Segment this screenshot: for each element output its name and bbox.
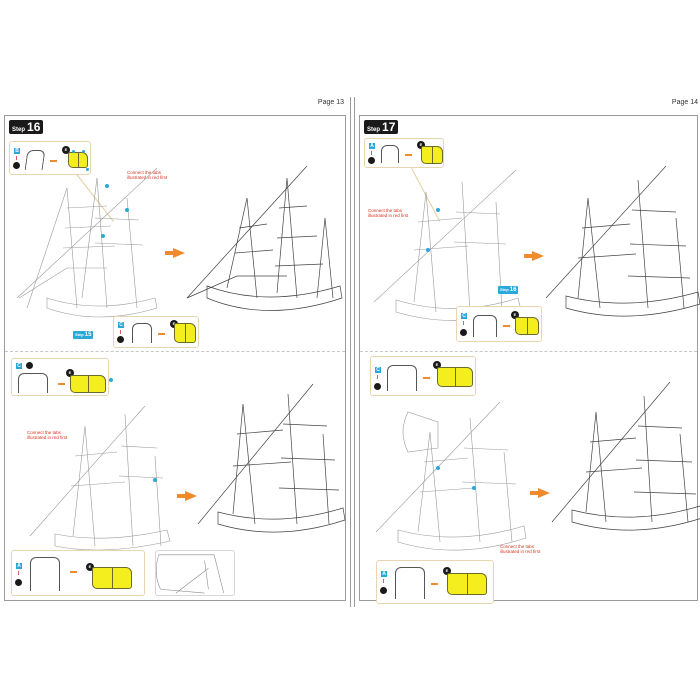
sail-badge: E (443, 567, 451, 575)
part-number-badge (117, 336, 124, 343)
step-word: Step (367, 127, 381, 133)
page-13: Page 13 Step 16 B E Connect the tabs ill… (2, 97, 348, 607)
instruction-note: Connect the tabs illustrated in red firs… (500, 544, 541, 554)
detail-inset (155, 550, 235, 596)
part-letter-badge: C (16, 363, 22, 369)
yellow-sail-part (68, 152, 88, 168)
part-number-badge (26, 362, 33, 369)
step-reference-tag: Step 15 (73, 331, 94, 339)
part-number-badge (374, 383, 381, 390)
sail-badge: E (417, 141, 425, 149)
ship-illustration-assembly (366, 152, 526, 332)
part-connector (16, 156, 17, 160)
part-callout: A E (376, 560, 494, 604)
ship-illustration-result (193, 374, 348, 544)
part-letter-badge: C (461, 313, 467, 319)
step-number: 17 (382, 120, 396, 134)
part-callout: C E (11, 358, 109, 396)
sail-frame-outline (381, 145, 399, 163)
step-reference-tag: Step 16 (498, 286, 519, 294)
part-callout: B E (9, 141, 91, 175)
part-letter-badge: B (14, 148, 20, 154)
page-gutter-line (354, 97, 355, 607)
sail-badge: E (433, 361, 441, 369)
step-badge: Step 16 (9, 120, 44, 134)
page-frame: Step 16 B E Connect the tabs illustrated… (4, 115, 346, 601)
yellow-sail-part (515, 317, 539, 335)
step-number: 16 (27, 120, 41, 134)
yellow-sail-part (174, 323, 196, 343)
direction-arrow-icon (524, 251, 544, 261)
page-number: Page 13 (317, 99, 344, 106)
part-number-badge (13, 162, 20, 169)
yellow-sail-part (447, 573, 487, 595)
part-number-badge (15, 579, 22, 586)
ship-illustration-assembly (368, 392, 528, 562)
instruction-note: Connect the tabs illustrated in red firs… (368, 208, 409, 218)
part-letter-badge: C (118, 322, 124, 328)
part-connector (371, 151, 372, 155)
part-callout: C E (456, 306, 542, 342)
sail-frame-outline (473, 315, 497, 337)
sail-badge: E (86, 563, 94, 571)
orange-arrow-icon (70, 571, 77, 573)
step-word: Step (12, 127, 26, 133)
ship-illustration-assembly (7, 148, 167, 328)
part-callout: C E (113, 316, 199, 348)
yellow-sail-part (421, 146, 443, 164)
part-callout: A E (364, 138, 444, 168)
orange-arrow-icon (405, 154, 412, 156)
page-frame: Step 17 A E Connect the tabs illustrated… (359, 115, 700, 604)
page-number: Page 14 (671, 99, 698, 106)
part-connector (377, 375, 378, 379)
sail-frame-outline (387, 365, 417, 391)
yellow-sail-part (70, 375, 106, 393)
part-letter-badge: C (375, 367, 381, 373)
part-letter-badge: A (369, 143, 375, 149)
part-connector (463, 321, 464, 325)
section-divider (5, 351, 345, 352)
direction-arrow-icon (165, 248, 185, 258)
page-14: Page 14 Step 17 A E Connect the tabs ill… (356, 97, 700, 607)
part-number-badge (368, 157, 375, 164)
part-callout: C E (370, 356, 476, 396)
sail-frame-outline (30, 557, 60, 591)
orange-arrow-icon (431, 583, 438, 585)
direction-arrow-icon (530, 488, 550, 498)
part-connector (120, 330, 121, 334)
instruction-note: Connect the tabs illustrated in red firs… (27, 430, 68, 440)
ship-illustration-result (177, 158, 347, 328)
sail-badge: E (511, 311, 519, 319)
sail-badge: E (62, 146, 70, 154)
sail-frame-outline (395, 567, 425, 599)
orange-arrow-icon (50, 160, 57, 162)
direction-arrow-icon (177, 491, 197, 501)
sail-frame-outline (18, 373, 48, 393)
orange-arrow-icon (503, 325, 510, 327)
orange-arrow-icon (423, 377, 430, 379)
yellow-sail-part (92, 567, 132, 589)
part-letter-badge: A (16, 563, 22, 569)
section-divider (360, 351, 697, 352)
yellow-sail-part (437, 367, 473, 387)
sail-badge: E (66, 369, 74, 377)
part-callout: A E (11, 550, 145, 596)
page-gutter-line (350, 97, 351, 607)
step-badge: Step 17 (364, 120, 399, 134)
part-letter-badge: A (381, 571, 387, 577)
ship-illustration-assembly (25, 396, 175, 556)
ship-illustration-result (538, 158, 700, 328)
orange-arrow-icon (158, 333, 165, 335)
part-connector (383, 579, 384, 583)
part-number-badge (380, 587, 387, 594)
ship-illustration-result (544, 372, 700, 542)
orange-arrow-icon (58, 383, 65, 385)
part-connector (18, 571, 19, 575)
part-number-badge (460, 329, 467, 336)
sail-frame-outline (132, 323, 152, 343)
